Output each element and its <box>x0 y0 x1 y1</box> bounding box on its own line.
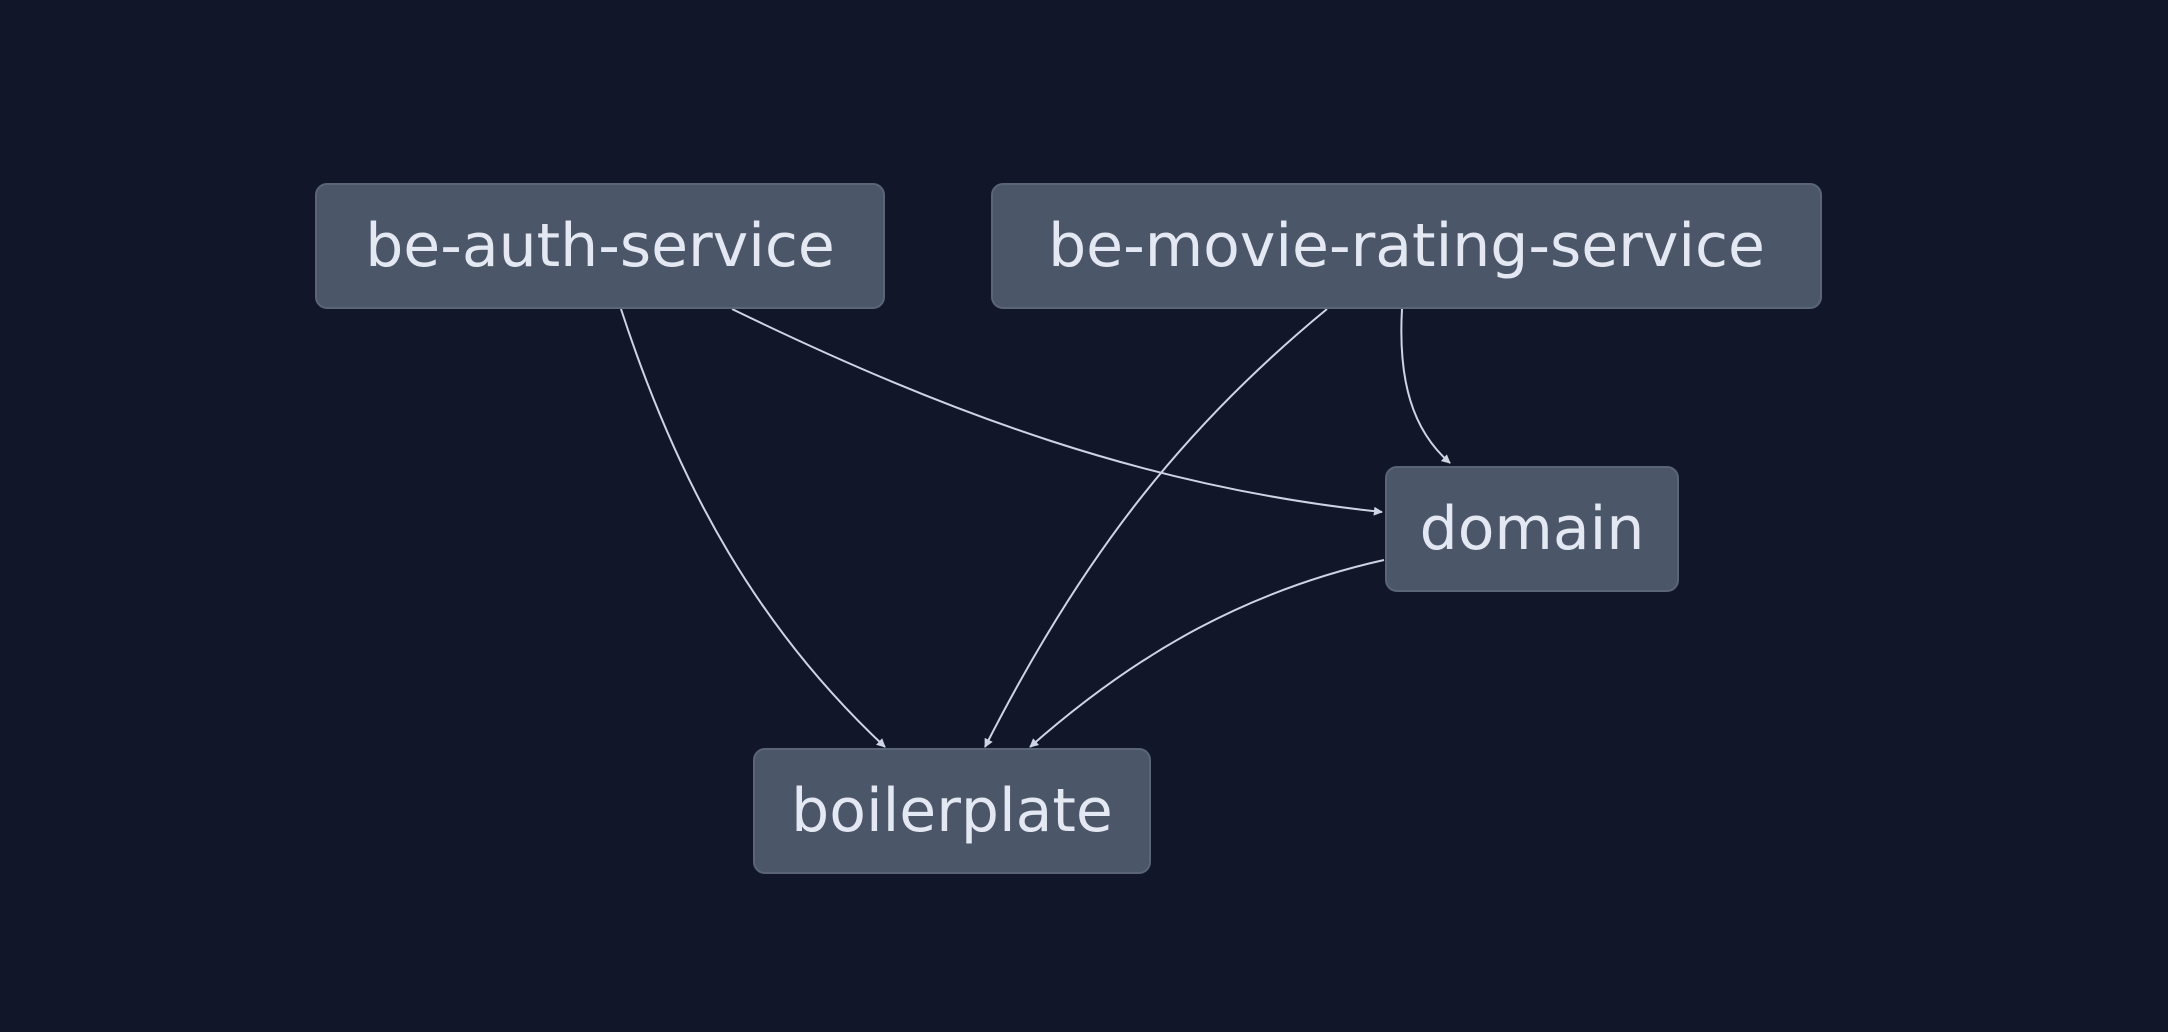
edge-movie-to-domain <box>1400 308 1451 464</box>
node-be-auth-service[interactable]: be-auth-service <box>315 183 885 309</box>
edge-domain-to-boilerplate <box>1029 559 1385 748</box>
node-domain[interactable]: domain <box>1385 466 1679 592</box>
node-label: boilerplate <box>791 776 1113 846</box>
node-label: domain <box>1419 494 1645 564</box>
node-boilerplate[interactable]: boilerplate <box>753 748 1151 874</box>
node-be-movie-rating-service[interactable]: be-movie-rating-service <box>991 183 1822 309</box>
edge-movie-to-boilerplate <box>984 308 1328 748</box>
edge-auth-to-boilerplate <box>620 308 886 748</box>
node-label: be-movie-rating-service <box>1048 211 1765 281</box>
edge-auth-to-domain <box>731 308 1383 516</box>
node-label: be-auth-service <box>365 211 835 281</box>
